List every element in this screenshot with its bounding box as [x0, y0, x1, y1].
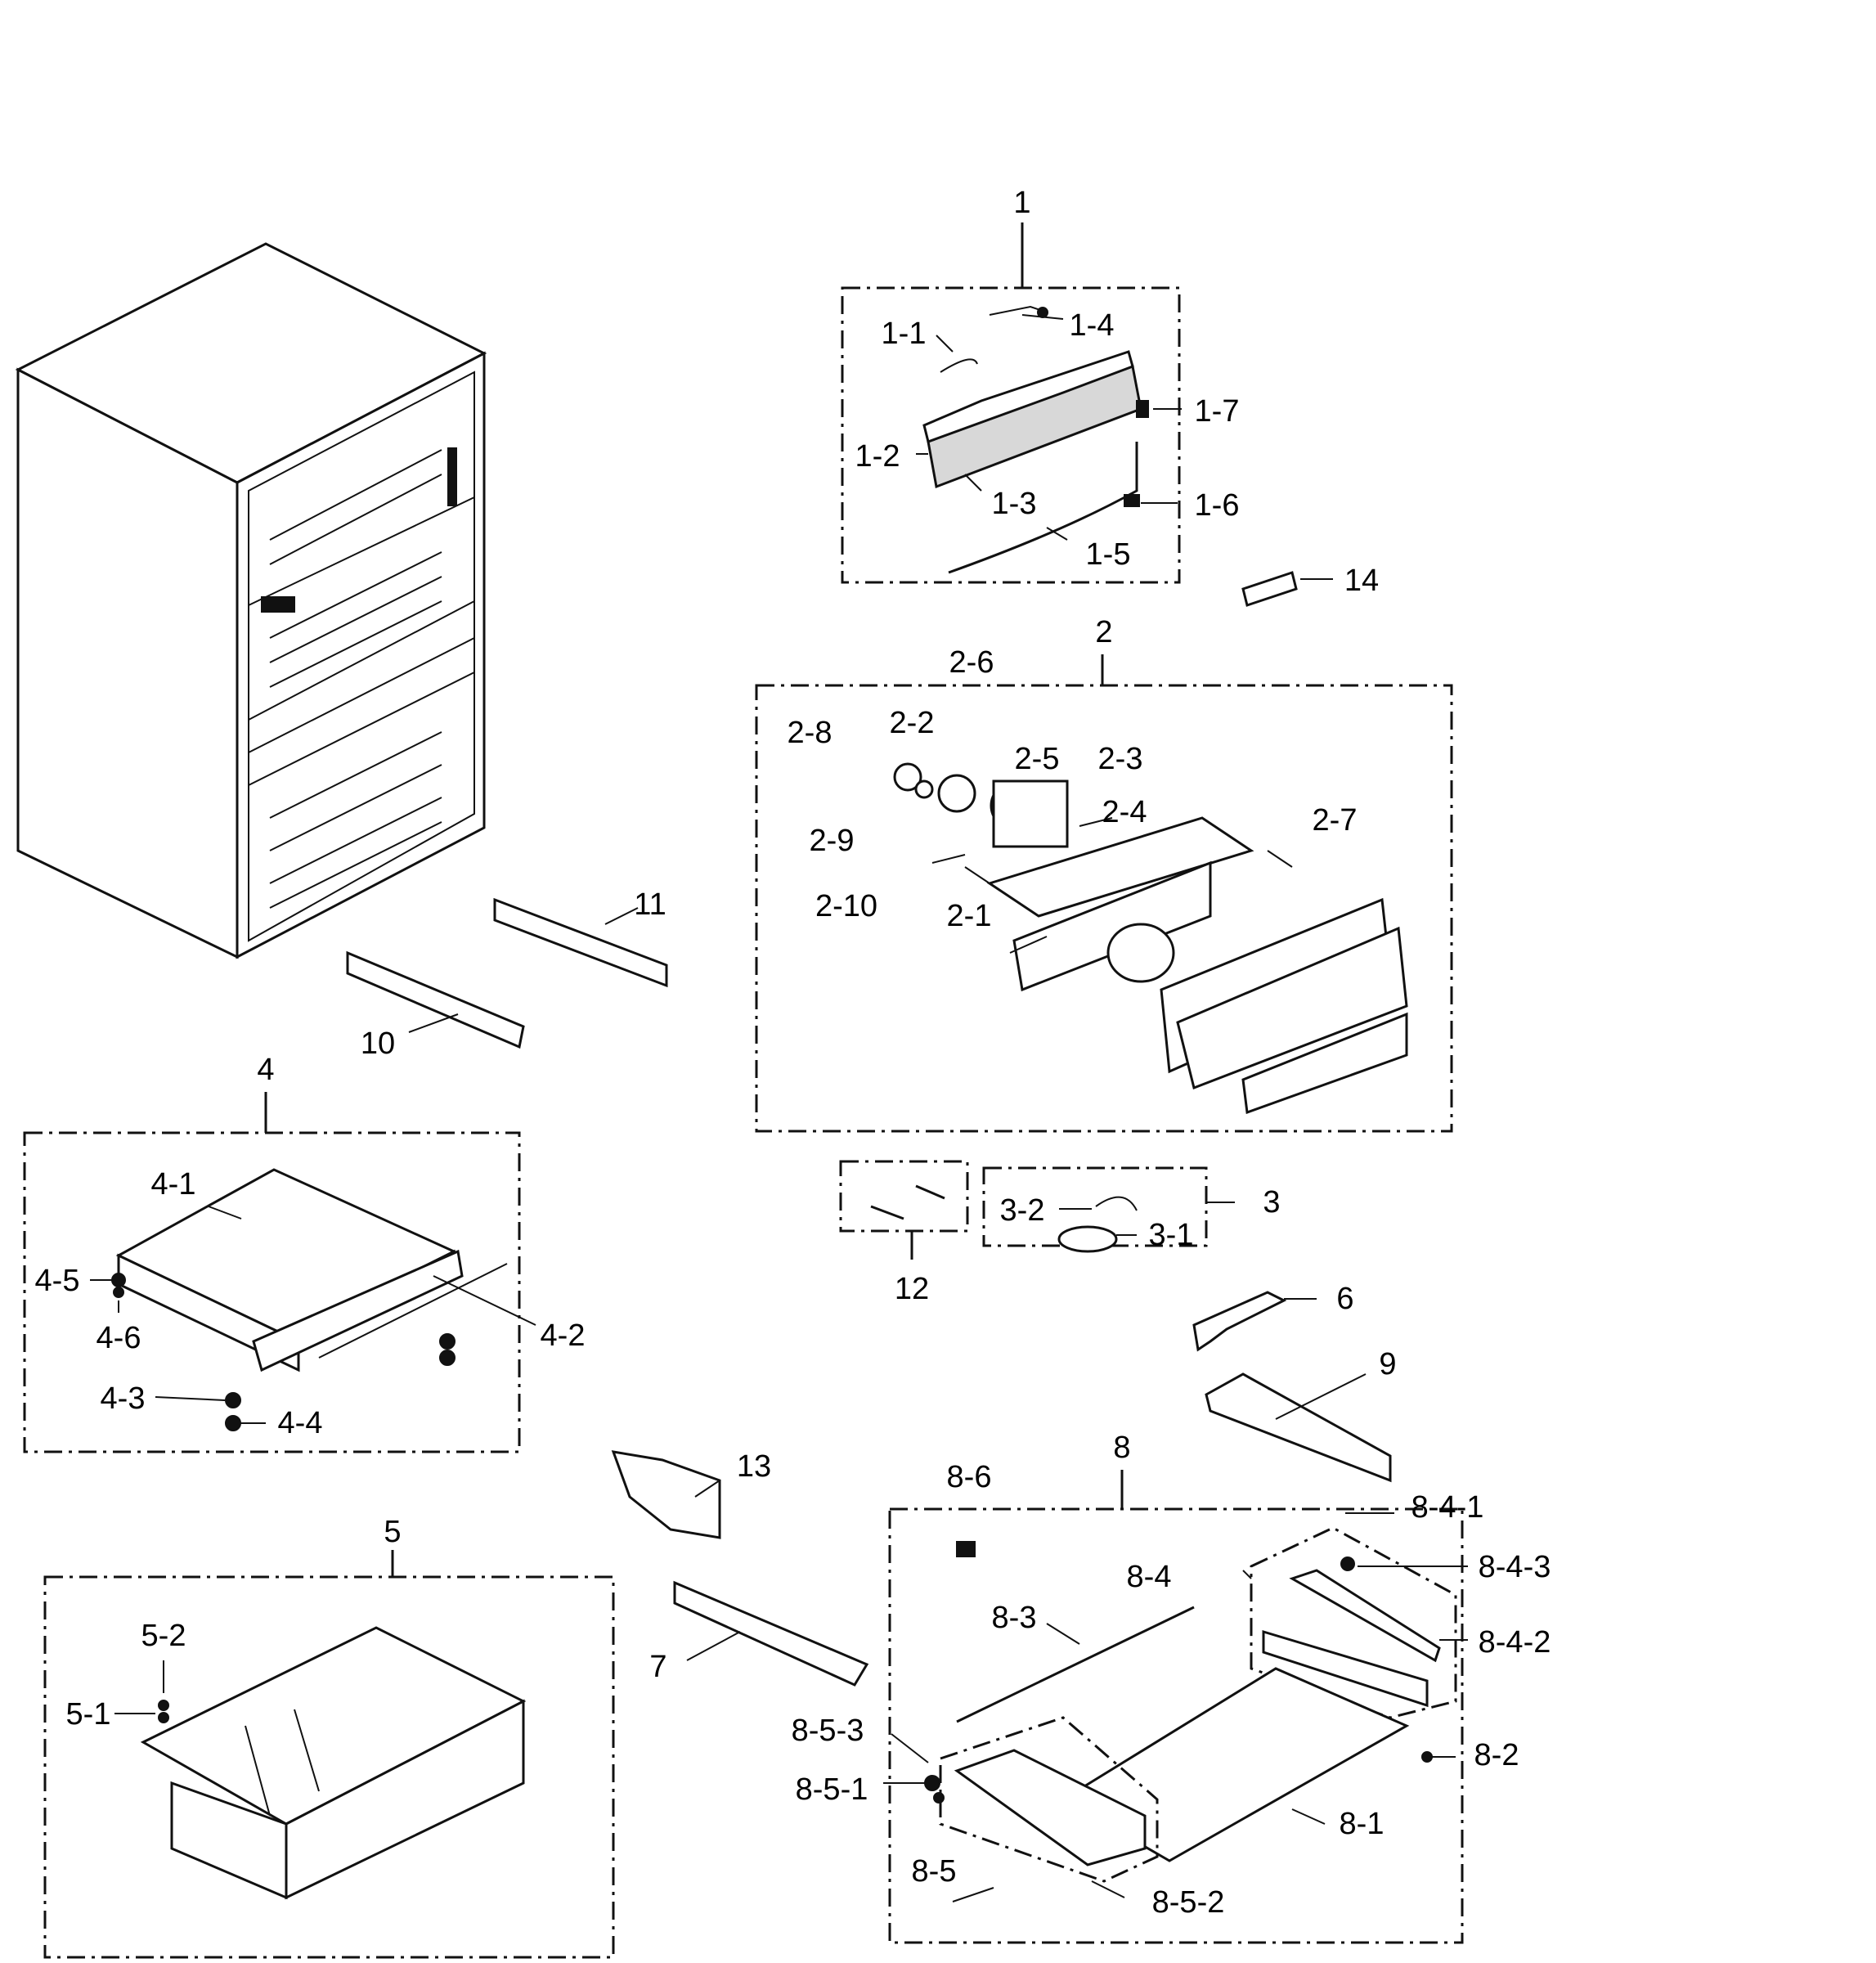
label-2-6: 2-6 — [949, 645, 994, 680]
group-3 — [982, 1166, 1235, 1253]
group-5 — [43, 1550, 615, 1959]
label-8-4-1: 8-4-1 — [1411, 1490, 1484, 1525]
label-8-2: 8-2 — [1474, 1738, 1519, 1772]
label-6: 6 — [1336, 1282, 1353, 1316]
label-1-5: 1-5 — [1086, 537, 1131, 572]
label-1-4: 1-4 — [1070, 308, 1115, 343]
label-8-3: 8-3 — [992, 1601, 1037, 1635]
label-2-7: 2-7 — [1313, 803, 1358, 838]
label-1-6: 1-6 — [1195, 488, 1240, 523]
label-2-8: 2-8 — [788, 716, 833, 750]
label-1-1: 1-1 — [882, 317, 927, 351]
label-group-5: 5 — [384, 1515, 401, 1549]
part-11 — [493, 897, 668, 988]
label-13: 13 — [737, 1449, 771, 1484]
part-7 — [673, 1580, 869, 1687]
label-4-4: 4-4 — [278, 1406, 323, 1440]
label-group-2: 2 — [1095, 615, 1112, 649]
label-4-2: 4-2 — [541, 1318, 586, 1353]
label-9: 9 — [1379, 1347, 1396, 1381]
label-8-5-1: 8-5-1 — [796, 1772, 868, 1807]
part-14 — [1241, 571, 1333, 607]
part-10 — [346, 950, 525, 1049]
label-14: 14 — [1344, 564, 1379, 598]
label-8-4-3: 8-4-3 — [1479, 1550, 1551, 1584]
label-7: 7 — [649, 1650, 666, 1684]
part-9 — [1205, 1372, 1392, 1483]
label-2-3: 2-3 — [1098, 742, 1143, 776]
label-2-1: 2-1 — [947, 899, 992, 933]
label-group-8: 8 — [1113, 1431, 1130, 1465]
label-1-2: 1-2 — [855, 439, 900, 474]
label-2-2: 2-2 — [890, 706, 935, 740]
label-5-1: 5-1 — [66, 1697, 111, 1732]
refrigerator-cabinet — [15, 242, 487, 959]
group-4 — [23, 1092, 536, 1453]
label-2-4: 2-4 — [1102, 795, 1147, 829]
label-4-5: 4-5 — [35, 1264, 80, 1298]
label-1-7: 1-7 — [1195, 394, 1240, 429]
group-8 — [883, 1470, 1468, 1944]
label-1-3: 1-3 — [992, 487, 1037, 521]
label-8-1: 8-1 — [1340, 1807, 1385, 1841]
label-2-9: 2-9 — [810, 824, 855, 858]
label-8-4-2: 8-4-2 — [1479, 1625, 1551, 1660]
label-5-2: 5-2 — [141, 1619, 186, 1653]
label-4-1: 4-1 — [151, 1167, 196, 1202]
label-8-5-3: 8-5-3 — [792, 1714, 864, 1748]
label-4-3: 4-3 — [101, 1381, 146, 1416]
label-2-5: 2-5 — [1015, 742, 1060, 776]
label-group-3: 3 — [1263, 1185, 1280, 1220]
group-1 — [841, 222, 1182, 584]
part-6 — [1192, 1291, 1317, 1352]
label-3-2: 3-2 — [1000, 1193, 1045, 1228]
part-13 — [611, 1450, 721, 1539]
label-8-5-2: 8-5-2 — [1152, 1885, 1225, 1920]
label-8-6: 8-6 — [947, 1460, 992, 1494]
group-2 — [755, 654, 1453, 1133]
label-4-6: 4-6 — [96, 1321, 141, 1355]
label-11: 11 — [634, 887, 666, 922]
group-12 — [839, 1160, 969, 1260]
label-group-4: 4 — [257, 1053, 274, 1087]
label-group-1: 1 — [1013, 186, 1030, 220]
label-3-1: 3-1 — [1149, 1218, 1194, 1252]
label-group-12: 12 — [895, 1272, 929, 1306]
label-2-10: 2-10 — [815, 889, 877, 923]
label-8-4: 8-4 — [1127, 1560, 1172, 1594]
label-8-5: 8-5 — [912, 1854, 957, 1889]
label-10: 10 — [361, 1026, 395, 1061]
labels: 1 1-1 1-4 1-7 1-2 1-3 1-6 1-5 14 2 2-6 2… — [35, 186, 1551, 1920]
